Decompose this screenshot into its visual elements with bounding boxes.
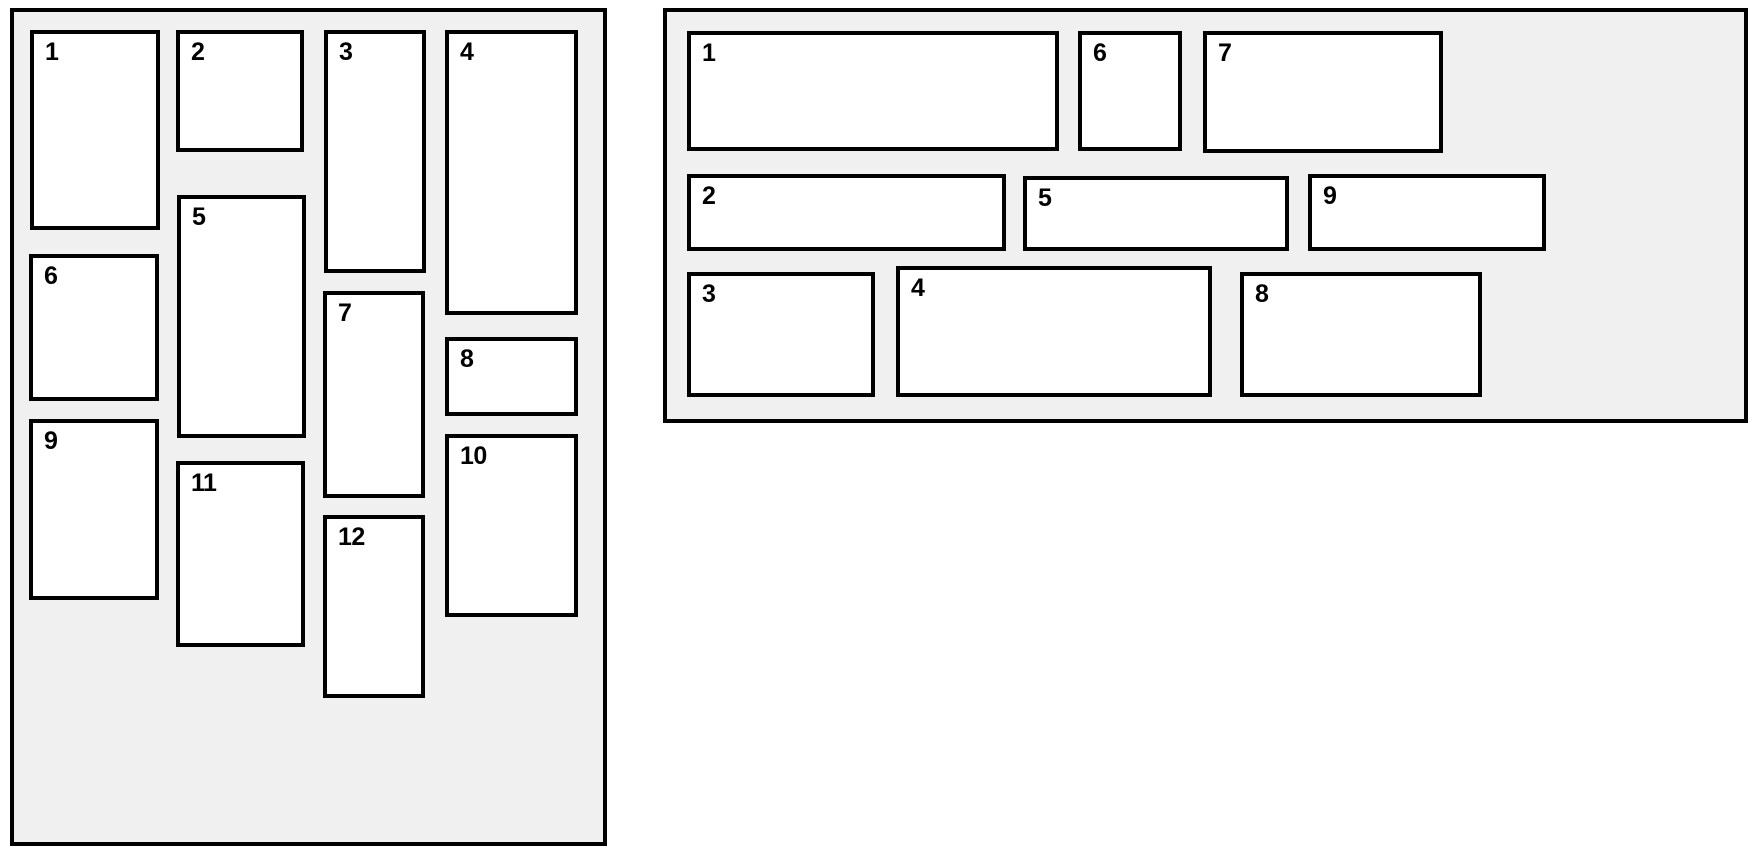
region-label-9: 9: [44, 427, 58, 455]
region-box-6[interactable]: 6: [29, 254, 159, 401]
region-label-6: 6: [1093, 39, 1107, 67]
region-box-8[interactable]: 8: [1240, 272, 1482, 397]
region-box-2[interactable]: 2: [687, 174, 1006, 251]
region-label-9: 9: [1323, 182, 1337, 210]
region-label-7: 7: [338, 299, 352, 327]
region-label-2: 2: [702, 182, 716, 210]
region-label-5: 5: [192, 203, 206, 231]
region-label-1: 1: [45, 38, 59, 66]
region-label-11: 11: [191, 469, 217, 497]
region-box-5[interactable]: 5: [177, 195, 306, 438]
region-box-10[interactable]: 10: [445, 434, 578, 617]
region-label-2: 2: [191, 38, 205, 66]
region-box-5[interactable]: 5: [1023, 176, 1289, 251]
region-label-12: 12: [338, 523, 365, 551]
region-box-9[interactable]: 9: [1308, 174, 1546, 251]
region-label-10: 10: [460, 442, 487, 470]
region-label-4: 4: [911, 274, 925, 302]
region-label-7: 7: [1218, 39, 1232, 67]
region-label-4: 4: [460, 38, 474, 66]
region-label-3: 3: [702, 280, 716, 308]
region-box-2[interactable]: 2: [176, 30, 304, 152]
region-box-1[interactable]: 1: [30, 30, 160, 230]
region-box-4[interactable]: 4: [445, 30, 578, 315]
region-label-3: 3: [339, 38, 353, 66]
region-box-12[interactable]: 12: [323, 515, 425, 698]
region-box-8[interactable]: 8: [445, 337, 578, 416]
region-box-3[interactable]: 3: [324, 30, 426, 273]
region-box-11[interactable]: 11: [176, 461, 305, 647]
region-label-6: 6: [44, 262, 58, 290]
region-label-8: 8: [460, 345, 474, 373]
region-box-9[interactable]: 9: [29, 419, 159, 600]
region-box-1[interactable]: 1: [687, 31, 1059, 151]
region-box-6[interactable]: 6: [1078, 31, 1182, 151]
region-box-7[interactable]: 7: [1203, 31, 1443, 153]
region-label-5: 5: [1038, 184, 1052, 212]
region-label-1: 1: [702, 39, 716, 67]
region-label-8: 8: [1255, 280, 1269, 308]
region-box-4[interactable]: 4: [896, 266, 1212, 397]
region-box-3[interactable]: 3: [687, 272, 875, 397]
region-box-7[interactable]: 7: [323, 291, 425, 498]
